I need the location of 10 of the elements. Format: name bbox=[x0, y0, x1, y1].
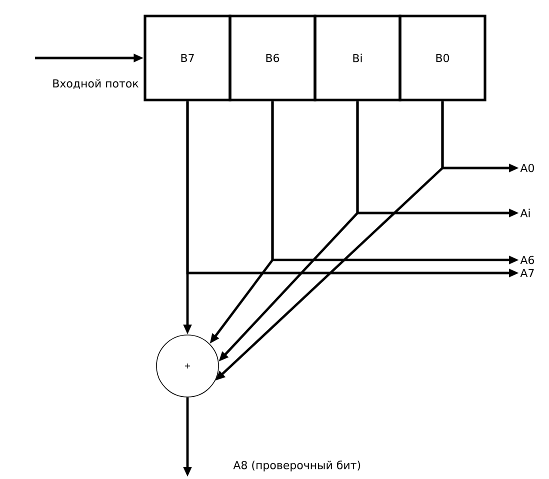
register-cell: B0 bbox=[398, 14, 486, 102]
output-label: A0 bbox=[520, 164, 534, 172]
register-cell: Bi bbox=[314, 14, 402, 102]
output-label: Ai bbox=[520, 208, 530, 218]
output-label: A6 bbox=[520, 256, 534, 264]
register-cell: B6 bbox=[228, 14, 316, 102]
edge-label: A8 (проверочный бит) bbox=[232, 460, 362, 472]
edge-label: Входной поток bbox=[51, 78, 140, 90]
output-label: A7 bbox=[520, 268, 534, 277]
register-cell: B7 bbox=[144, 14, 232, 102]
